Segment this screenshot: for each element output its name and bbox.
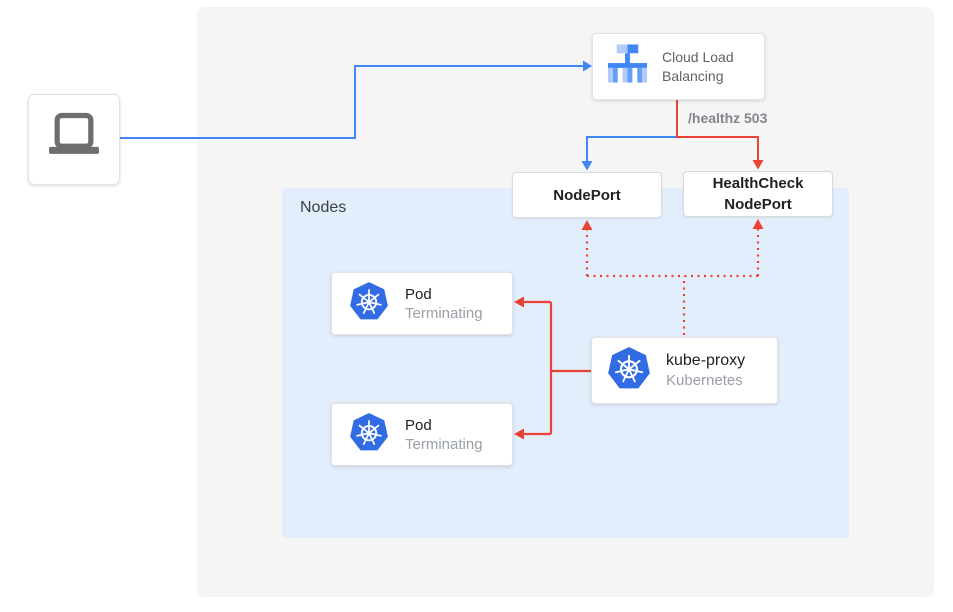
pod-text: Pod Terminating bbox=[405, 417, 483, 453]
kube-proxy-node: kube-proxy Kubernetes bbox=[591, 337, 778, 404]
pod-text: Pod Terminating bbox=[405, 286, 483, 322]
health-route-label: /healthz 503 bbox=[688, 110, 768, 126]
pod-node-2: Pod Terminating bbox=[331, 403, 513, 466]
healthcheck-nodeport-label: HealthCheck NodePort bbox=[712, 175, 804, 213]
laptop-icon bbox=[45, 108, 103, 171]
load-balancer-label: Cloud Load Balancing bbox=[662, 48, 734, 84]
kube-proxy-text: kube-proxy Kubernetes bbox=[666, 352, 745, 389]
healthcheck-nodeport-node: HealthCheck NodePort bbox=[683, 171, 833, 217]
pod-title: Pod bbox=[405, 416, 432, 434]
nodes-group-label: Nodes bbox=[300, 199, 347, 216]
pod-status: Terminating bbox=[405, 304, 483, 322]
kubernetes-icon bbox=[350, 282, 388, 325]
nodeport-node: NodePort bbox=[512, 172, 662, 218]
kubernetes-icon bbox=[350, 413, 388, 456]
kube-proxy-title: kube-proxy bbox=[666, 352, 746, 369]
kubernetes-icon bbox=[608, 347, 650, 394]
nodeport-label: NodePort bbox=[553, 186, 621, 204]
pod-status: Terminating bbox=[405, 435, 483, 453]
kube-proxy-subtitle: Kubernetes bbox=[666, 372, 743, 389]
load-balancer-icon bbox=[606, 44, 649, 89]
pod-node-1: Pod Terminating bbox=[331, 272, 513, 335]
pod-title: Pod bbox=[405, 285, 432, 303]
cloud-load-balancing-node: Cloud Load Balancing bbox=[592, 33, 765, 100]
client-node bbox=[28, 94, 120, 185]
